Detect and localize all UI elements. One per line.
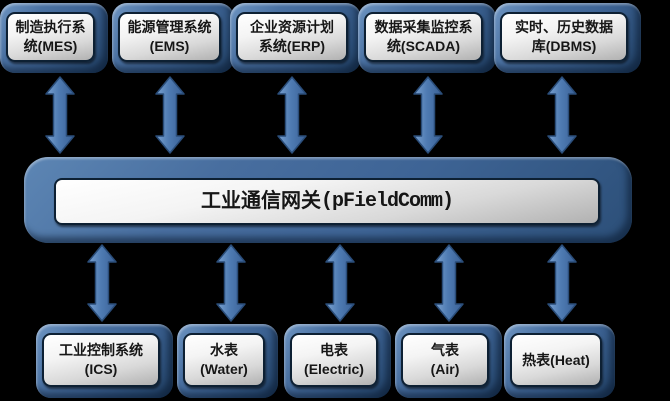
double-arrow-icon — [413, 76, 443, 154]
system-box-ems: 能源管理系统 (EMS) — [112, 3, 234, 73]
device-box-ics: 工业控制系统 (ICS) — [36, 324, 173, 398]
gateway-box: 工业通信网关(pFieldComm) — [24, 157, 632, 243]
system-box-dbms-label: 实时、历史数据 库(DBMS) — [500, 12, 628, 62]
device-box-water: 水表 (Water) — [177, 324, 278, 398]
double-arrow-icon — [45, 76, 75, 154]
double-arrow-icon — [547, 76, 577, 154]
device-box-electric-label: 电表 (Electric) — [290, 333, 378, 387]
system-box-scada: 数据采集监控系 统(SCADA) — [358, 3, 496, 73]
device-box-electric: 电表 (Electric) — [284, 324, 391, 398]
system-box-mes-label: 制造执行系 统(MES) — [6, 12, 95, 62]
gateway-title: 工业通信网关(pFieldComm) — [54, 178, 600, 225]
double-arrow-icon — [434, 244, 464, 322]
system-box-ems-label: 能源管理系统 (EMS) — [118, 12, 221, 62]
gateway-title-cn: 工业通信网关 — [200, 190, 321, 212]
system-box-dbms: 实时、历史数据 库(DBMS) — [494, 3, 641, 73]
double-arrow-icon — [325, 244, 355, 322]
double-arrow-icon — [87, 244, 117, 322]
device-box-heat: 热表(Heat) — [504, 324, 615, 398]
system-box-scada-label: 数据采集监控系 统(SCADA) — [364, 12, 483, 62]
double-arrow-icon — [277, 76, 307, 154]
device-box-heat-label: 热表(Heat) — [510, 333, 602, 387]
device-box-air: 气表 (Air) — [395, 324, 502, 398]
system-box-mes: 制造执行系 统(MES) — [0, 3, 108, 73]
double-arrow-icon — [155, 76, 185, 154]
device-box-air-label: 气表 (Air) — [401, 333, 489, 387]
double-arrow-icon — [547, 244, 577, 322]
double-arrow-icon — [216, 244, 246, 322]
system-box-erp-label: 企业资源计划 系统(ERP) — [236, 12, 348, 62]
system-box-erp: 企业资源计划 系统(ERP) — [230, 3, 361, 73]
device-box-water-label: 水表 (Water) — [183, 333, 265, 387]
device-box-ics-label: 工业控制系统 (ICS) — [42, 333, 160, 387]
gateway-title-en: (pFieldComm) — [320, 190, 454, 213]
